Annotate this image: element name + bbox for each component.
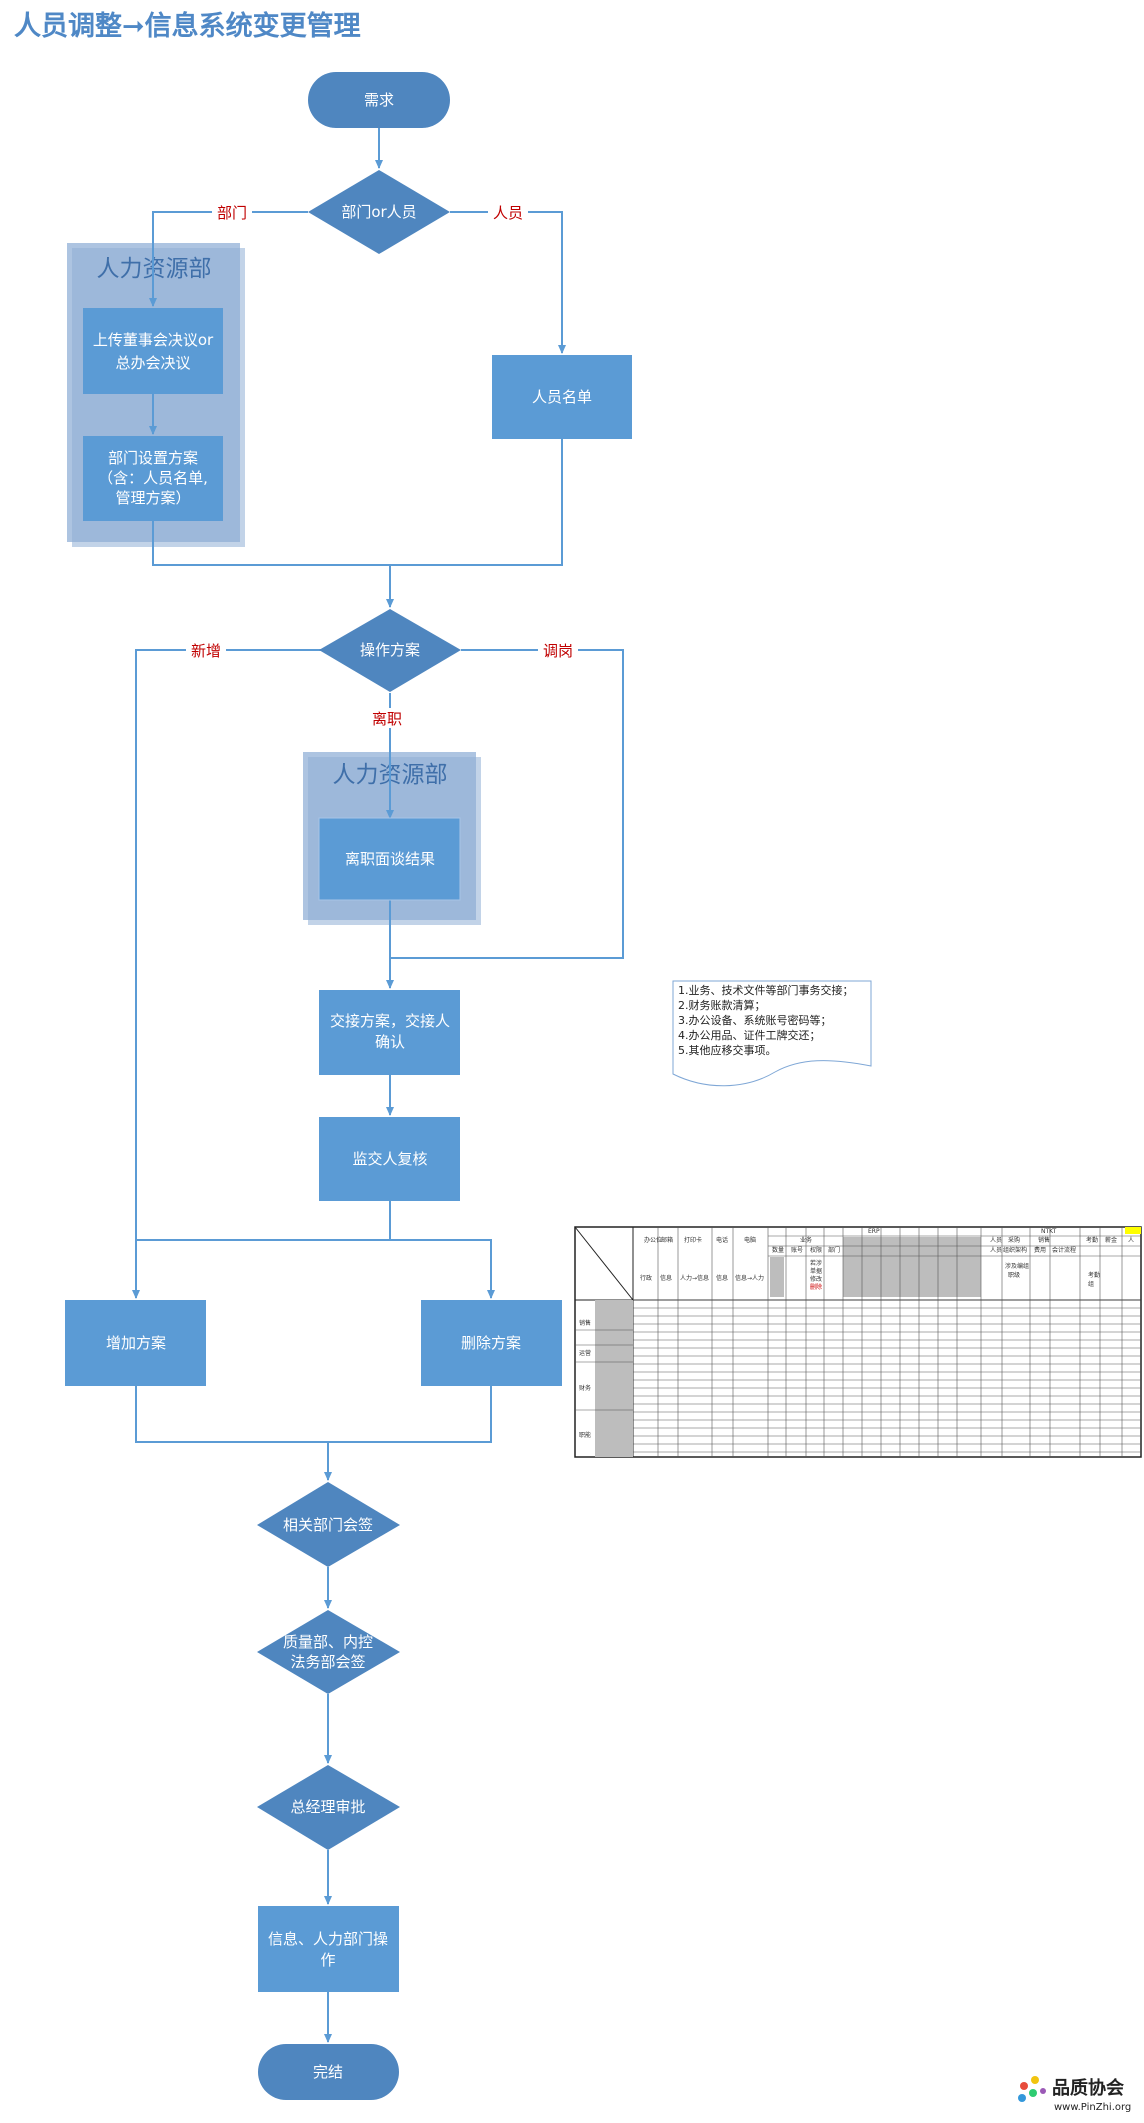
end-node: 完结 bbox=[258, 2044, 399, 2100]
edge-labels: 部门 人员 新增 调岗 离职 bbox=[186, 202, 578, 728]
svg-text:行政: 行政 bbox=[640, 1274, 652, 1282]
svg-text:1.业务、技术文件等部门事务交接；: 1.业务、技术文件等部门事务交接； bbox=[678, 983, 854, 997]
svg-text:（含：人员名单,: （含：人员名单, bbox=[98, 469, 208, 487]
svg-text:监交人复核: 监交人复核 bbox=[352, 1150, 427, 1168]
gm-approval: 总经理审批 bbox=[257, 1765, 400, 1850]
edge-label-transfer: 调岗 bbox=[543, 642, 573, 660]
svg-text:办公位: 办公位 bbox=[644, 1236, 662, 1244]
svg-text:4.办公用品、证件工牌交还；: 4.办公用品、证件工牌交还； bbox=[678, 1028, 821, 1042]
svg-text:删除方案: 删除方案 bbox=[461, 1334, 521, 1352]
svg-text:ERP: ERP bbox=[868, 1228, 880, 1235]
svg-text:单据: 单据 bbox=[810, 1267, 822, 1275]
svg-text:若涉: 若涉 bbox=[810, 1259, 822, 1267]
svg-text:信息: 信息 bbox=[660, 1274, 672, 1282]
svg-text:组织架构: 组织架构 bbox=[1003, 1246, 1027, 1254]
svg-text:邮箱: 邮箱 bbox=[661, 1236, 673, 1244]
svg-text:2.财务账款清算；: 2.财务账款清算； bbox=[678, 998, 766, 1012]
svg-text:部门: 部门 bbox=[828, 1246, 840, 1254]
connectors bbox=[132, 128, 624, 2043]
svg-text:www.PinZhi.org: www.PinZhi.org bbox=[1054, 2102, 1131, 2113]
svg-text:销售: 销售 bbox=[1038, 1236, 1050, 1244]
svg-text:涉及编组: 涉及编组 bbox=[1005, 1262, 1029, 1270]
edge-label-new: 新增 bbox=[191, 642, 221, 660]
svg-text:NTKT: NTKT bbox=[1041, 1228, 1057, 1235]
svg-text:薪金: 薪金 bbox=[1105, 1236, 1117, 1244]
svg-text:作: 作 bbox=[320, 1951, 335, 1969]
dept-setup-plan-node: 部门设置方案 （含：人员名单, 管理方案） bbox=[83, 436, 223, 521]
svg-text:人员: 人员 bbox=[990, 1237, 1002, 1244]
svg-text:数量: 数量 bbox=[772, 1246, 784, 1254]
svg-text:部门or人员: 部门or人员 bbox=[341, 203, 416, 221]
svg-text:信息→人力: 信息→人力 bbox=[735, 1274, 764, 1282]
svg-text:人力→信息: 人力→信息 bbox=[680, 1274, 709, 1282]
svg-text:质量部、内控: 质量部、内控 bbox=[283, 1633, 373, 1651]
change-matrix-table: 办公位 邮箱 打印卡 电话 电脑 ERP NTKT 考勤 薪金 人 业务 数量 … bbox=[574, 1226, 1142, 1458]
edge-label-dept: 部门 bbox=[217, 204, 247, 222]
upload-resolution-node: 上传董事会决议or 总办会决议 bbox=[83, 308, 223, 394]
add-plan-node: 增加方案 bbox=[65, 1300, 206, 1386]
cosign-related-depts: 相关部门会签 bbox=[257, 1482, 400, 1567]
svg-text:信息、人力部门操: 信息、人力部门操 bbox=[268, 1930, 388, 1948]
svg-text:费用: 费用 bbox=[1034, 1246, 1046, 1254]
svg-text:会计流程: 会计流程 bbox=[1052, 1246, 1076, 1254]
svg-text:电话: 电话 bbox=[716, 1236, 728, 1244]
svg-text:总经理审批: 总经理审批 bbox=[290, 1798, 365, 1816]
handover-items-note: 1.业务、技术文件等部门事务交接； 2.财务账款清算； 3.办公设备、系统账号密… bbox=[672, 980, 872, 1087]
svg-text:权限: 权限 bbox=[810, 1246, 822, 1254]
svg-text:职能: 职能 bbox=[579, 1431, 591, 1439]
svg-text:人: 人 bbox=[1128, 1237, 1134, 1244]
edge-label-person: 人员 bbox=[493, 204, 523, 222]
svg-text:采购: 采购 bbox=[1008, 1236, 1020, 1244]
svg-text:打印卡: 打印卡 bbox=[684, 1236, 702, 1244]
edge-label-leave: 离职 bbox=[372, 710, 402, 728]
svg-text:总办会决议: 总办会决议 bbox=[115, 354, 190, 372]
logo-icon bbox=[1020, 2082, 1028, 2090]
start-node: 需求 bbox=[308, 72, 450, 128]
svg-text:品质协会: 品质协会 bbox=[1052, 2077, 1124, 2099]
svg-text:部门设置方案: 部门设置方案 bbox=[108, 449, 198, 467]
cosign-quality-legal: 质量部、内控 法务部会签 bbox=[257, 1610, 400, 1694]
roster-node: 人员名单 bbox=[492, 355, 632, 439]
decision-dept-or-person: 部门or人员 bbox=[308, 170, 450, 254]
svg-text:3.办公设备、系统账号密码等；: 3.办公设备、系统账号密码等； bbox=[678, 1013, 832, 1027]
delete-plan-node: 删除方案 bbox=[421, 1300, 562, 1386]
svg-text:信息: 信息 bbox=[716, 1274, 728, 1282]
svg-text:运营: 运营 bbox=[579, 1349, 591, 1357]
svg-text:需求: 需求 bbox=[364, 91, 394, 109]
svg-text:电脑: 电脑 bbox=[744, 1236, 756, 1244]
svg-text:操作方案: 操作方案 bbox=[360, 641, 420, 659]
svg-text:法务部会签: 法务部会签 bbox=[290, 1653, 365, 1671]
svg-text:修改: 修改 bbox=[810, 1275, 822, 1283]
svg-text:管理方案）: 管理方案） bbox=[115, 489, 190, 507]
page-title: 人员调整➞信息系统变更管理 bbox=[14, 11, 361, 42]
svg-text:职级: 职级 bbox=[1008, 1271, 1020, 1279]
svg-text:账号: 账号 bbox=[791, 1246, 803, 1254]
svg-text:销售: 销售 bbox=[579, 1319, 591, 1327]
supervisor-review-node: 监交人复核 bbox=[319, 1117, 460, 1201]
svg-text:考勤: 考勤 bbox=[1088, 1271, 1100, 1279]
svg-text:考勤: 考勤 bbox=[1086, 1236, 1098, 1244]
svg-text:相关部门会签: 相关部门会签 bbox=[283, 1516, 373, 1534]
svg-text:5.其他应移交事项。: 5.其他应移交事项。 bbox=[678, 1043, 777, 1057]
exit-interview-node: 离职面谈结果 bbox=[318, 817, 461, 901]
svg-text:确认: 确认 bbox=[375, 1033, 405, 1051]
decision-operation-plan: 操作方案 bbox=[319, 609, 461, 692]
svg-text:增加方案: 增加方案 bbox=[106, 1334, 166, 1352]
svg-text:完结: 完结 bbox=[313, 2063, 343, 2081]
handover-plan-node: 交接方案，交接人 确认 bbox=[319, 990, 460, 1075]
pinzhi-logo: 品质协会 www.PinZhi.org bbox=[1018, 2076, 1131, 2113]
svg-text:删除: 删除 bbox=[810, 1283, 822, 1291]
svg-text:人员名单: 人员名单 bbox=[532, 388, 592, 406]
svg-text:财务: 财务 bbox=[579, 1384, 591, 1392]
svg-text:组: 组 bbox=[1088, 1280, 1094, 1288]
svg-text:离职面谈结果: 离职面谈结果 bbox=[345, 850, 435, 868]
it-hr-operation-node: 信息、人力部门操 作 bbox=[258, 1906, 399, 1992]
svg-text:上传董事会决议or: 上传董事会决议or bbox=[93, 331, 214, 349]
svg-text:业务: 业务 bbox=[800, 1236, 812, 1244]
svg-text:人员: 人员 bbox=[990, 1247, 1002, 1254]
svg-text:交接方案，交接人: 交接方案，交接人 bbox=[330, 1012, 450, 1030]
